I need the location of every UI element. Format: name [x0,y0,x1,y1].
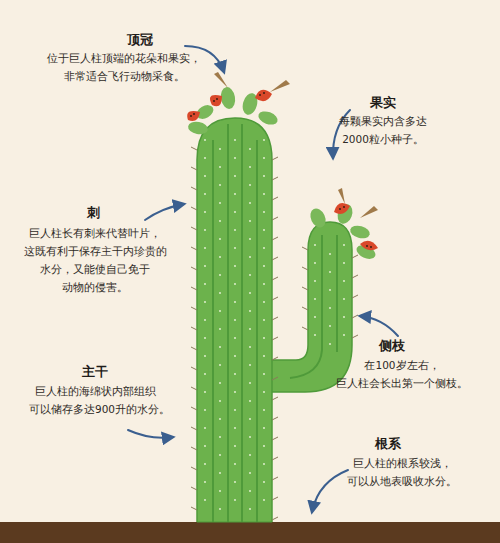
trunk-ribs [213,124,257,530]
part-note: 巨人柱的海绵状内部组织 可以储存多达900升的水分。 [29,382,161,418]
areole-dots [204,139,345,510]
part-note: 位于巨人柱顶端的花朵和果实， 非常适合飞行动物采食。 [47,49,202,85]
spines [191,147,358,520]
side-branch [268,222,352,392]
part-note: 在100岁左右， 巨人柱会长出第一个侧枝。 [335,356,470,392]
main-trunk [197,118,272,543]
part-name: 刺 [87,205,100,221]
part-name: 根系 [375,436,401,452]
ground [0,522,500,543]
branch-ribs [290,235,337,378]
part-name: 顶冠 [127,32,153,48]
part-name: 主干 [82,364,108,380]
part-name: 果实 [370,95,396,111]
part-note: 巨人柱长有刺来代替叶片， 这既有利于保存主干内珍贵的 水分，又能使自己免于 动物… [23,224,168,296]
branch-flowers [307,188,378,262]
part-name: 侧枝 [379,338,405,354]
part-note: 每颗果实内含多达 2000粒小种子。 [337,112,429,148]
part-note: 巨人柱的根系较浅， 可以从地表吸收水分。 [345,454,460,490]
crown-flowers [187,72,290,136]
